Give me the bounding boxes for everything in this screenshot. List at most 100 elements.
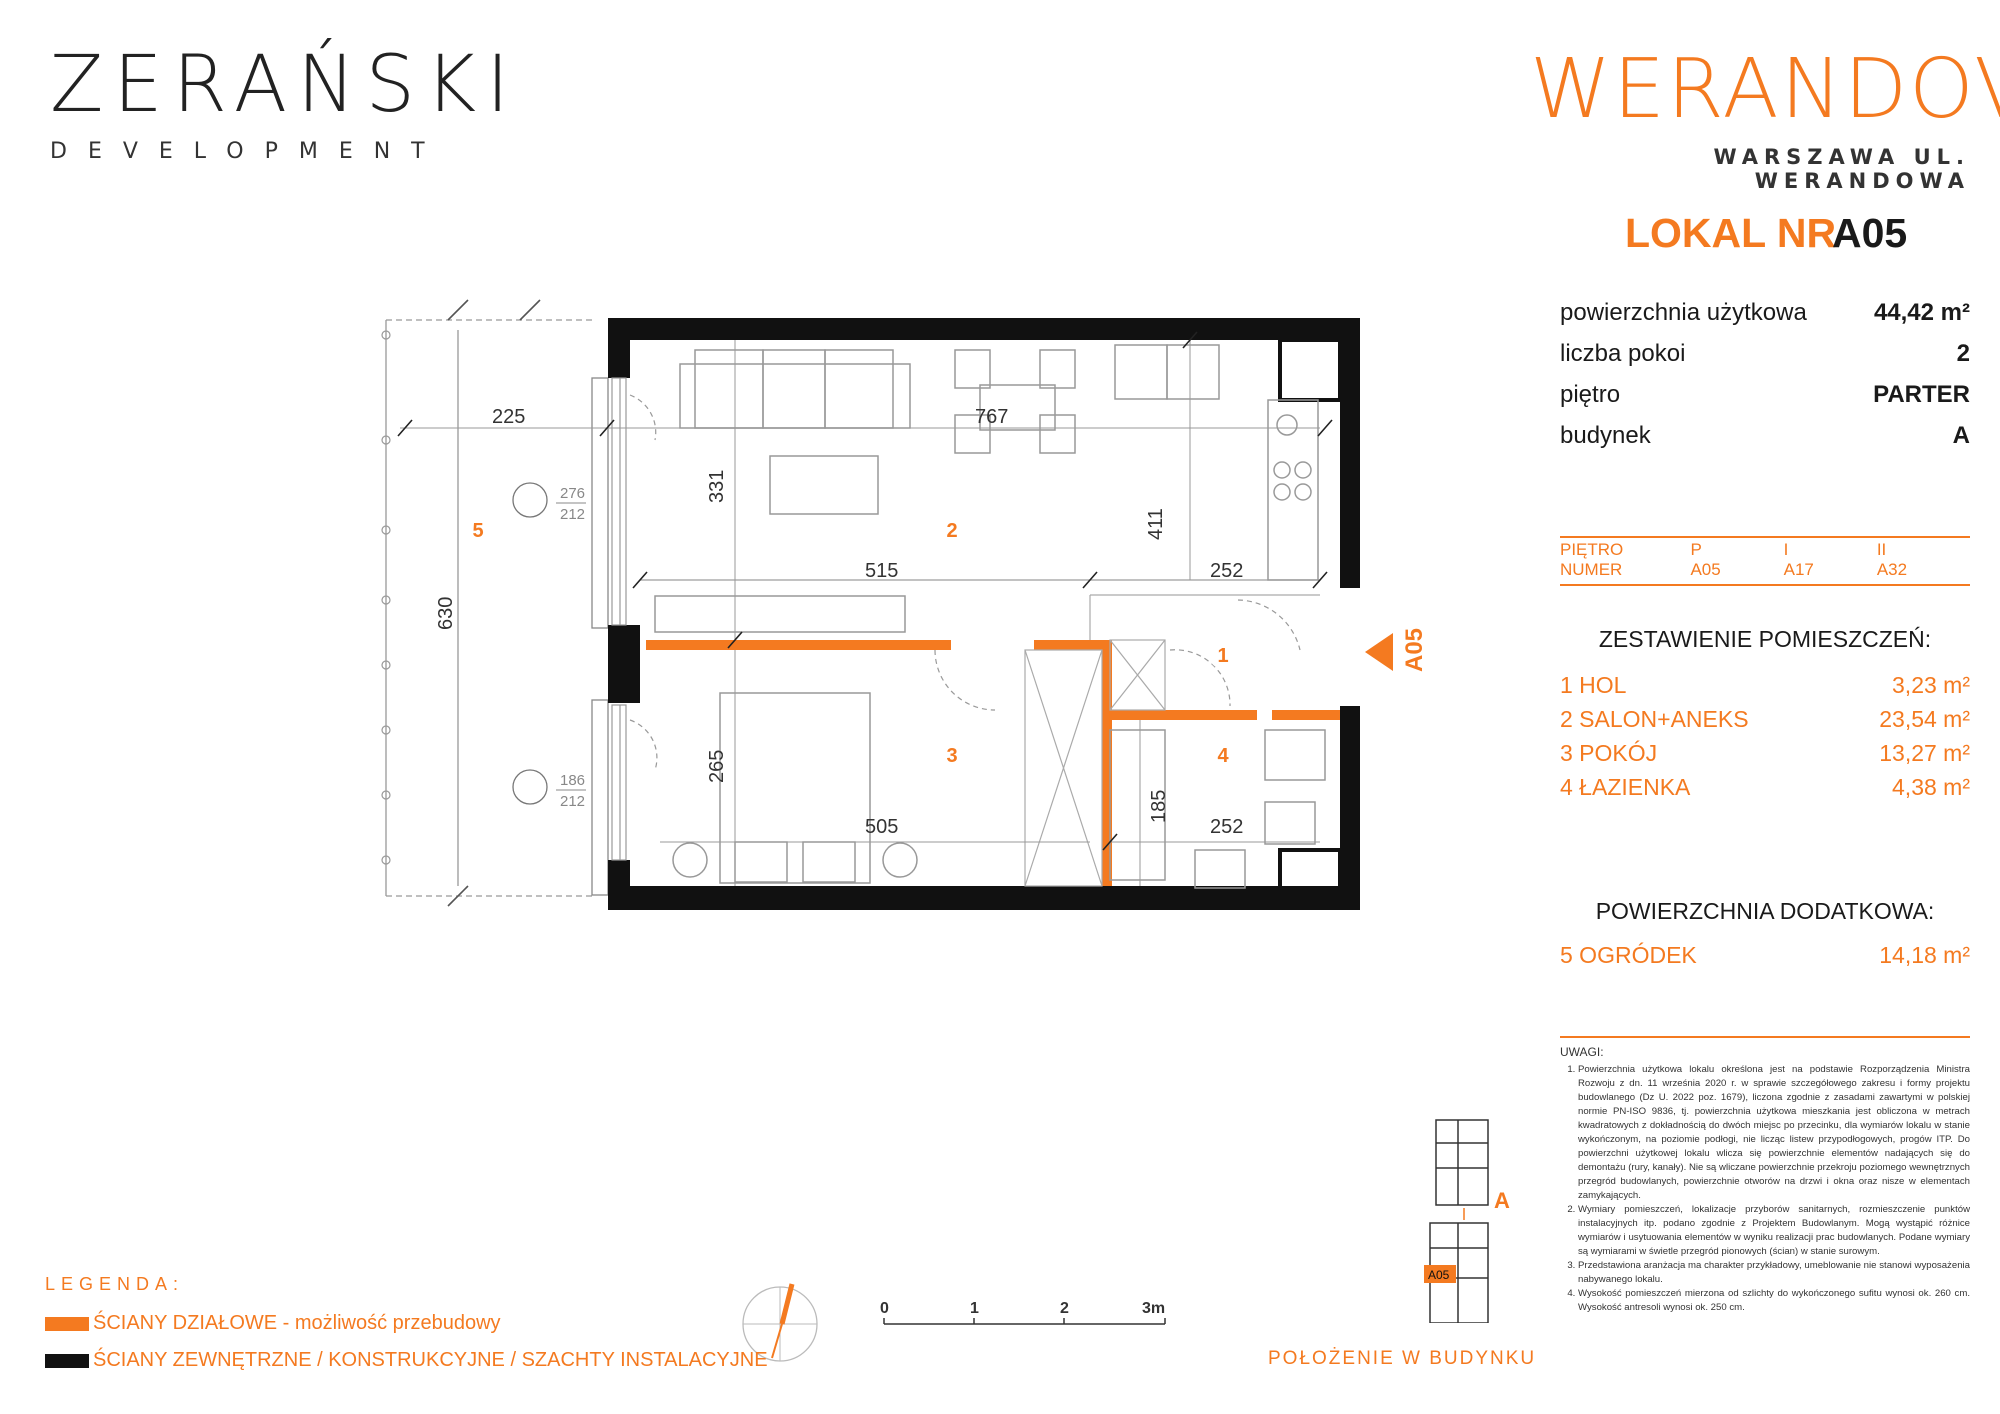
table-cell: PIĘTRO [1560,540,1624,559]
property-value: A [1952,421,1970,449]
note-item: Powierzchnia użytkowa lokalu określona j… [1578,1063,1970,1203]
entry-label: A05 [1401,628,1428,672]
dimension-label: 252 [1210,560,1243,582]
extra-area: 14,18 m² [1879,942,1970,968]
note-item: Przedstawiona aranżacja ma charakter prz… [1578,1259,1970,1287]
property-value: 44,42 m² [1873,298,1970,326]
scale-label: 2 [1060,1300,1069,1317]
unit-number: A05 [1832,210,1908,256]
extra-name: 5 OGRÓDEK [1560,942,1697,968]
building-marker: A [1494,1188,1510,1213]
room-name: 3 POKÓJ [1560,739,1658,766]
window-mark: 212 [560,793,585,810]
developer-logo: ZERAŃSKI DEVELOPMENT [50,45,519,164]
room-number: 4 [1217,745,1229,767]
extra-area-row: 5 OGRÓDEK 14,18 m² [1560,942,1970,969]
room-name: 4 ŁAZIENKA [1560,773,1691,800]
legend-label: ŚCIANY ZEWNĘTRZNE / KONSTRUKCYJNE / SZAC… [93,1349,768,1371]
window-mark: 276 [560,485,585,502]
compass-icon [742,1283,818,1362]
extra-area-title: POWIERZCHNIA DODATKOWA: [1595,898,1935,924]
scale-bar: 0 1 2 3m [880,1300,1170,1330]
property-row: liczba pokoi 2 [1560,333,1970,374]
room-number: 1 [1217,645,1228,667]
property-name: liczba pokoi [1560,339,1686,367]
table-cell: A17 [1783,560,1814,579]
property-row: budynek A [1560,415,1970,456]
location-highlight [1424,1265,1456,1283]
divider [1560,584,1970,586]
dimension-label: 331 [706,470,728,503]
location-title: POŁOŻENIE W BUDYNKU [1268,1348,1537,1369]
room-area: 3,23 m² [1892,671,1970,698]
property-name: powierzchnia użytkowa [1560,298,1807,326]
note-item: Wymiary pomieszczeń, lokalizacje przybor… [1578,1203,1970,1259]
window-mark: 212 [560,506,585,523]
scale-label: 3m [1142,1300,1166,1317]
dimension-label: 411 [1145,508,1167,540]
list-item: 2 SALON+ANEKS 23,54 m² [1560,702,1970,736]
dimension-label: 265 [706,750,728,783]
room-area: 4,38 m² [1892,773,1970,800]
developer-name: ZERAŃSKI [50,40,520,130]
legend-swatch [45,1316,89,1331]
room-area: 13,27 m² [1879,739,1970,766]
table-cell: P [1690,540,1702,559]
legend-swatch [45,1353,89,1368]
legend-title: LEGENDA: [45,1274,185,1294]
project-name: WERANDOVA [1530,42,2000,137]
notes: UWAGI: Powierzchnia użytkowa lokalu okre… [1560,1045,1970,1315]
rooms-list: 1 HOL 3,23 m² 2 SALON+ANEKS 23,54 m² 3 POK… [1560,668,1970,804]
property-name: budynek [1560,421,1651,449]
room-name: 1 HOL [1560,671,1627,698]
divider [1560,536,1970,538]
note-item: Wysokość pomieszczeń mierzona od szlicht… [1578,1287,1970,1315]
scale-label: 0 [880,1300,889,1317]
table-cell: NUMER [1560,560,1623,579]
property-value: PARTER [1873,380,1970,408]
room-number: 2 [946,520,957,542]
property-value: 2 [1956,339,1970,367]
room-area: 23,54 m² [1879,705,1970,732]
property-row: piętro PARTER [1560,374,1970,415]
property-name: piętro [1560,380,1621,408]
table-cell: II [1876,540,1887,559]
project-logo: WERANDOVA WARSZAWA UL. WERANDOWA [1530,42,2000,194]
scale-label: 1 [970,1300,979,1317]
window-mark: 186 [560,772,585,789]
furniture [654,344,1326,889]
legend-item: ŚCIANY DZIAŁOWE - możliwość przebudowy [45,1312,501,1335]
floor-plan: 225 767 515 252 505 252 331 411 630 265 … [381,299,1428,910]
dimension-label: 225 [492,406,525,428]
room-name: 2 SALON+ANEKS [1560,705,1749,732]
property-row: powierzchnia użytkowa 44,42 m² [1560,292,1970,333]
dimension-label: 185 [1148,790,1170,823]
table-cell: A32 [1876,560,1908,579]
unit-properties: powierzchnia użytkowa 44,42 m² liczba pok… [1560,292,1970,456]
developer-subtitle: DEVELOPMENT [50,139,446,164]
entry-arrow-icon [1365,633,1393,671]
unit-label: LOKAL NR [1625,210,1837,256]
dimension-label: 252 [1210,816,1243,838]
location-marker: A05 [1428,1268,1450,1282]
partition-walls [646,640,1340,886]
project-address: WARSZAWA UL. WERANDOWA [1713,145,1970,193]
dimension-label: 515 [865,560,898,582]
tree-icon [512,769,548,805]
list-item: 3 POKÓJ 13,27 m² [1560,736,1970,770]
list-item: 1 HOL 3,23 m² [1560,668,1970,702]
table-cell: I [1783,540,1789,559]
dimension-label: 630 [435,597,457,630]
tree-icon [512,482,548,518]
notes-title: UWAGI: [1560,1045,1604,1059]
building-location-map: A05 A [1424,1119,1510,1323]
legend-label: ŚCIANY DZIAŁOWE - możliwość przebudowy [93,1312,501,1334]
divider [1560,1036,1970,1038]
structural-walls [608,318,1360,910]
dimension-label: 767 [975,406,1008,428]
dimension-label: 505 [865,816,898,838]
rooms-title: ZESTAWIENIE POMIESZCZEŃ: [1598,626,1932,652]
table-cell: A05 [1690,560,1721,579]
legend-item: ŚCIANY ZEWNĘTRZNE / KONSTRUKCYJNE / SZAC… [45,1349,768,1372]
